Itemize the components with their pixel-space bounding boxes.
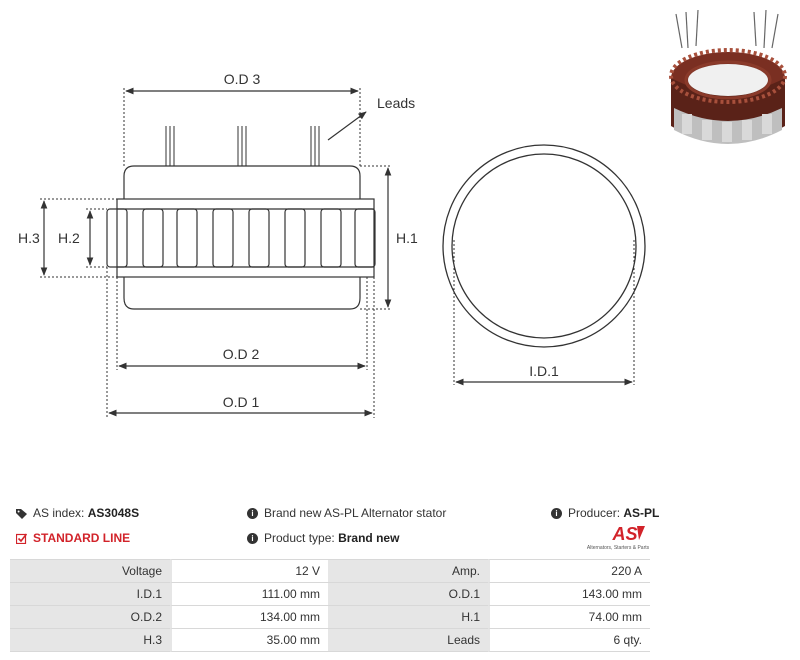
leads-label: Leads: [377, 95, 415, 111]
as-index-value: AS3048S: [87, 506, 140, 520]
leads-wires: [165, 126, 320, 166]
h3-label: H.3: [18, 230, 40, 246]
producer: i Producer: AS-PL: [551, 506, 659, 520]
description: i Brand new AS-PL Alternator stator: [247, 506, 446, 520]
leads-pointer: [327, 111, 367, 141]
spec-label: H.3: [10, 629, 170, 652]
spec-value: 12 V: [170, 559, 328, 583]
product-photo: [669, 9, 787, 144]
spec-label: Voltage: [10, 559, 170, 583]
stator-core: [116, 198, 375, 278]
spec-label: O.D.1: [328, 583, 488, 606]
as-index: AS index: AS3048S: [16, 506, 139, 520]
lower-winding: [123, 276, 361, 310]
as-pl-logo: AS Alternators, Starters & Parts: [585, 522, 651, 552]
spec-label: Amp.: [328, 559, 488, 583]
h1-label: H.1: [396, 230, 418, 246]
info-icon: i: [551, 507, 562, 519]
stator-slots: [106, 208, 376, 268]
info-icon: i: [247, 532, 258, 544]
logo-tagline: Alternators, Starters & Parts: [587, 545, 650, 551]
spec-label: O.D.2: [10, 606, 170, 629]
tag-icon: [16, 508, 27, 519]
upper-winding: [123, 165, 361, 200]
spec-value: 220 A: [488, 559, 650, 583]
h2-label: H.2: [58, 230, 80, 246]
product-type: i Product type: Brand new: [247, 531, 399, 545]
od2-label: O.D 2: [223, 346, 260, 362]
od3-label: O.D 3: [224, 71, 261, 87]
id1-label: I.D.1: [529, 363, 559, 379]
spec-value: 134.00 mm: [170, 606, 328, 629]
spec-value: 35.00 mm: [170, 629, 328, 652]
standard-line: STANDARD LINE: [15, 531, 130, 545]
spec-label: H.1: [328, 606, 488, 629]
stator-dimension-diagram: O.D 3 Leads H.3 H.2 H.1 O.D 2 O.D 1 I.D.…: [18, 9, 787, 418]
spec-value: 111.00 mm: [170, 583, 328, 606]
info-icon: i: [247, 507, 258, 519]
product-type-value: Brand new: [338, 531, 400, 545]
outer-ring: [442, 144, 646, 348]
producer-value: AS-PL: [623, 506, 660, 520]
od1-label: O.D 1: [223, 394, 260, 410]
spec-label: Leads: [328, 629, 488, 652]
spec-value: 74.00 mm: [488, 606, 650, 629]
logo-text: AS: [611, 524, 637, 544]
spec-value: 6 qty.: [488, 629, 650, 652]
inner-ring: [451, 153, 637, 339]
spec-value: 143.00 mm: [488, 583, 650, 606]
spec-label: I.D.1: [10, 583, 170, 606]
checkbox-checked-icon: [15, 533, 28, 544]
